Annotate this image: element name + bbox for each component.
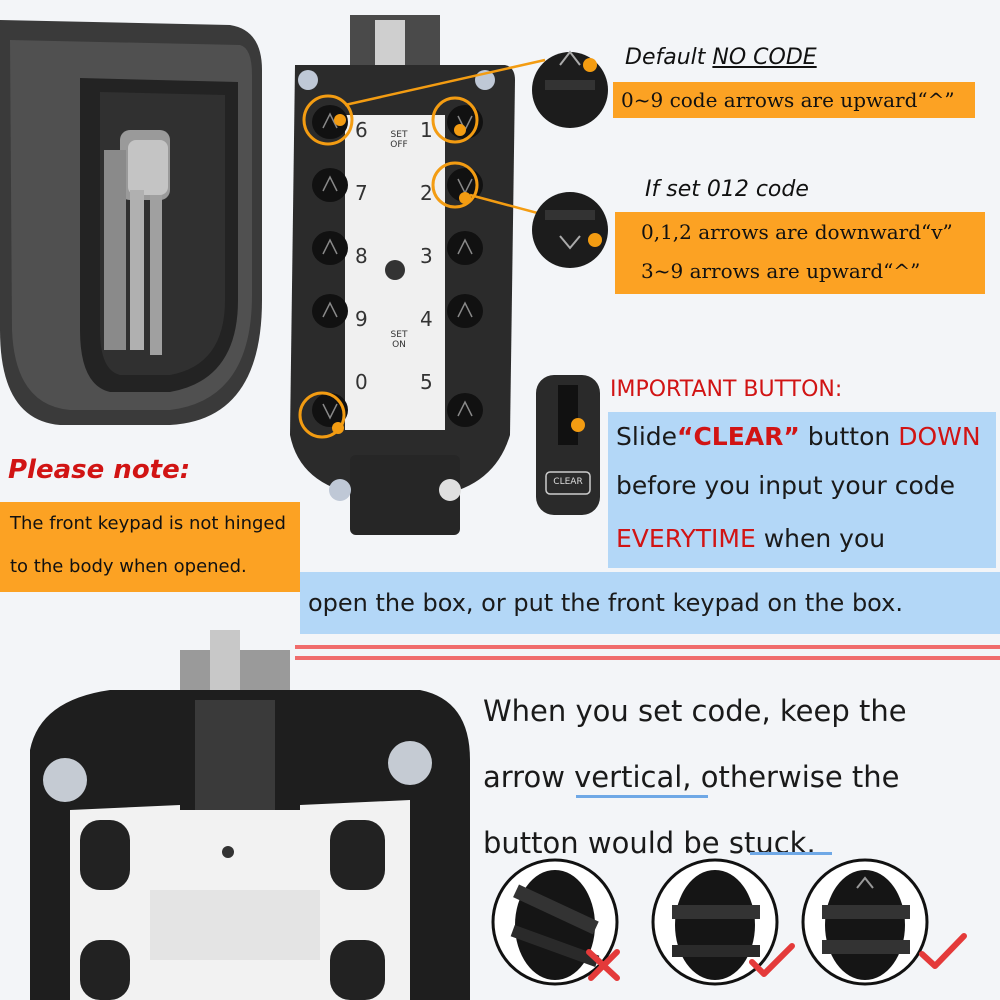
important-heading: IMPORTANT BUTTON: bbox=[610, 377, 843, 402]
note-band: The front keypad is not hinged to the bo… bbox=[0, 502, 300, 592]
note-line1: The front keypad is not hinged bbox=[10, 513, 286, 534]
checkmark-icon bbox=[749, 943, 795, 977]
divider bbox=[295, 645, 1000, 649]
keypad-digit: 8 bbox=[355, 244, 368, 268]
keypad-digit: 0 bbox=[355, 370, 368, 394]
note-line2: to the body when opened. bbox=[10, 556, 247, 577]
default-callout-title: Default NO CODE bbox=[625, 45, 817, 70]
lockbox-body-image bbox=[0, 20, 262, 425]
default-callout-prefix: Default bbox=[625, 45, 713, 70]
everytime-text: EVERYTIME bbox=[616, 524, 756, 553]
callout-highlights bbox=[298, 50, 608, 515]
clear-quoted-text: “CLEAR” bbox=[677, 422, 800, 451]
default-callout-emph: NO CODE bbox=[712, 45, 817, 70]
keypad-digit: 2 bbox=[420, 181, 433, 205]
keypad-digit: 3 bbox=[420, 244, 433, 268]
vertical-tip-line2: arrow vertical, otherwise the bbox=[483, 760, 900, 794]
clear-button-label: CLEAR bbox=[553, 477, 583, 487]
set-callout-line1: 0,1,2 arrows are downward“v” bbox=[641, 220, 953, 244]
button-word-text: button bbox=[799, 422, 899, 451]
important-line4: open the box, or put the front keypad on… bbox=[300, 572, 1000, 634]
down-text: DOWN bbox=[898, 422, 981, 451]
when-you-text: when you bbox=[755, 524, 886, 553]
set-on-label: SET ON bbox=[390, 330, 408, 350]
keypad-inside-image bbox=[30, 630, 470, 1000]
underline-stuck bbox=[750, 852, 832, 855]
keypad-digit: 1 bbox=[420, 118, 433, 142]
keypad-digit: 5 bbox=[420, 370, 433, 394]
set-off-label: SET OFF bbox=[390, 130, 408, 150]
underline-vertical bbox=[576, 795, 708, 798]
keypad-number-column-right: 1 2 3 4 5 bbox=[420, 118, 440, 433]
important-band: Slide“CLEAR” button DOWN before you inpu… bbox=[608, 412, 996, 568]
important-line1: Slide“CLEAR” button DOWN bbox=[616, 412, 996, 462]
keypad-digit: 4 bbox=[420, 307, 433, 331]
important-line2: before you input your code bbox=[616, 471, 955, 500]
cross-icon bbox=[586, 949, 620, 981]
keypad-number-column-left: 6 7 8 9 0 bbox=[355, 118, 375, 433]
set-callout-band: 0,1,2 arrows are downward“v” 3~9 arrows … bbox=[615, 212, 985, 294]
divider bbox=[295, 656, 1000, 660]
keypad-digit: 9 bbox=[355, 307, 368, 331]
important-line3: EVERYTIME when you bbox=[616, 510, 996, 568]
checkmark-icon bbox=[919, 933, 967, 969]
set-callout-line2: 3~9 arrows are upward“^” bbox=[641, 259, 921, 283]
vertical-tip-line1: When you set code, keep the bbox=[483, 694, 907, 728]
keypad-digit: 6 bbox=[355, 118, 368, 142]
note-heading: Please note: bbox=[8, 455, 191, 485]
keypad-digit: 7 bbox=[355, 181, 368, 205]
set-callout-title: If set 012 code bbox=[645, 177, 809, 202]
vertical-tip: When you set code, keep the arrow vertic… bbox=[483, 678, 907, 876]
dial-examples bbox=[491, 858, 929, 986]
default-callout-band: 0~9 code arrows are upward“^” bbox=[613, 82, 975, 118]
slide-text: Slide bbox=[616, 422, 678, 451]
